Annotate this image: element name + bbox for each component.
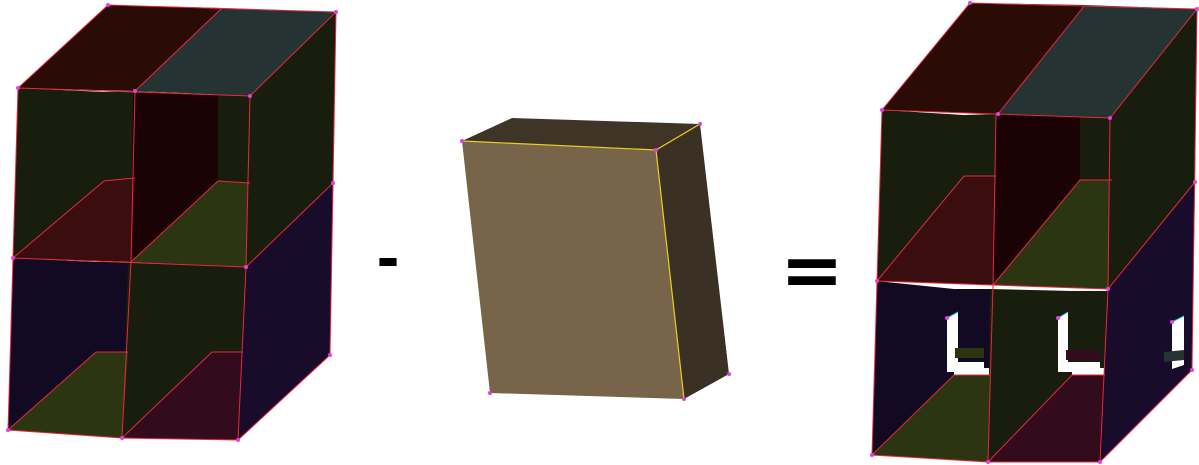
result-upper-back-wall-left [964, 114, 996, 178]
upper-floor-left [13, 178, 135, 262]
cut-ledge-middle [1066, 350, 1100, 360]
cut-opening-middle [1058, 312, 1100, 372]
result-roof-right-panel [998, 5, 1197, 118]
result-upper-floor-left [877, 176, 996, 285]
lower-floor-right [122, 352, 243, 440]
result-upper-right-wall [1108, 9, 1197, 289]
upper-back-wall-right [218, 95, 250, 183]
cut-ledge-left [955, 348, 984, 358]
upper-right-wall [246, 12, 336, 267]
cut-notch-right [1172, 316, 1184, 369]
block-side-face [656, 124, 729, 399]
cut-notch-right-floor [1164, 350, 1184, 362]
lower-left-wall [8, 258, 96, 430]
result-lower-floor-left [872, 375, 990, 462]
result-roof-left-panel [882, 3, 1085, 114]
result-structure [870, 1, 1199, 464]
lower-floor-left [8, 352, 128, 438]
original-structure-vertices [6, 3, 338, 442]
upper-back-wall-left [104, 91, 135, 181]
result-upper-left-wall [877, 110, 964, 281]
result-lower-left-wall [872, 281, 954, 455]
lower-partition-wall [122, 262, 212, 438]
block-front-face [462, 141, 684, 399]
upper-floor-right [131, 181, 250, 267]
lower-back-wall-right [212, 265, 246, 352]
lower-back-wall-left [96, 262, 128, 352]
result-lower-partition-wall [988, 289, 1072, 462]
result-upper-floor-right [993, 180, 1112, 289]
result-lower-floor-right [988, 375, 1105, 462]
lower-right-wall [238, 183, 333, 440]
result-upper-partition-wall [993, 114, 1080, 285]
result-lower-back-wall-right [1072, 291, 1108, 368]
block-vertices [460, 122, 731, 401]
roof-left-panel [18, 5, 222, 91]
upper-partition-wall [131, 91, 218, 262]
original-structure [6, 3, 338, 442]
result-upper-back-wall-right [1080, 117, 1112, 180]
roof-right-panel [135, 8, 336, 96]
result-lower-right-wall [1100, 182, 1195, 462]
result-structure-vertices [870, 1, 1199, 464]
block-top-face [462, 118, 700, 150]
equals-operator: = [780, 225, 844, 314]
minus-operator: - [376, 227, 399, 292]
upper-left-wall [13, 88, 104, 258]
cutting-block [460, 118, 731, 401]
